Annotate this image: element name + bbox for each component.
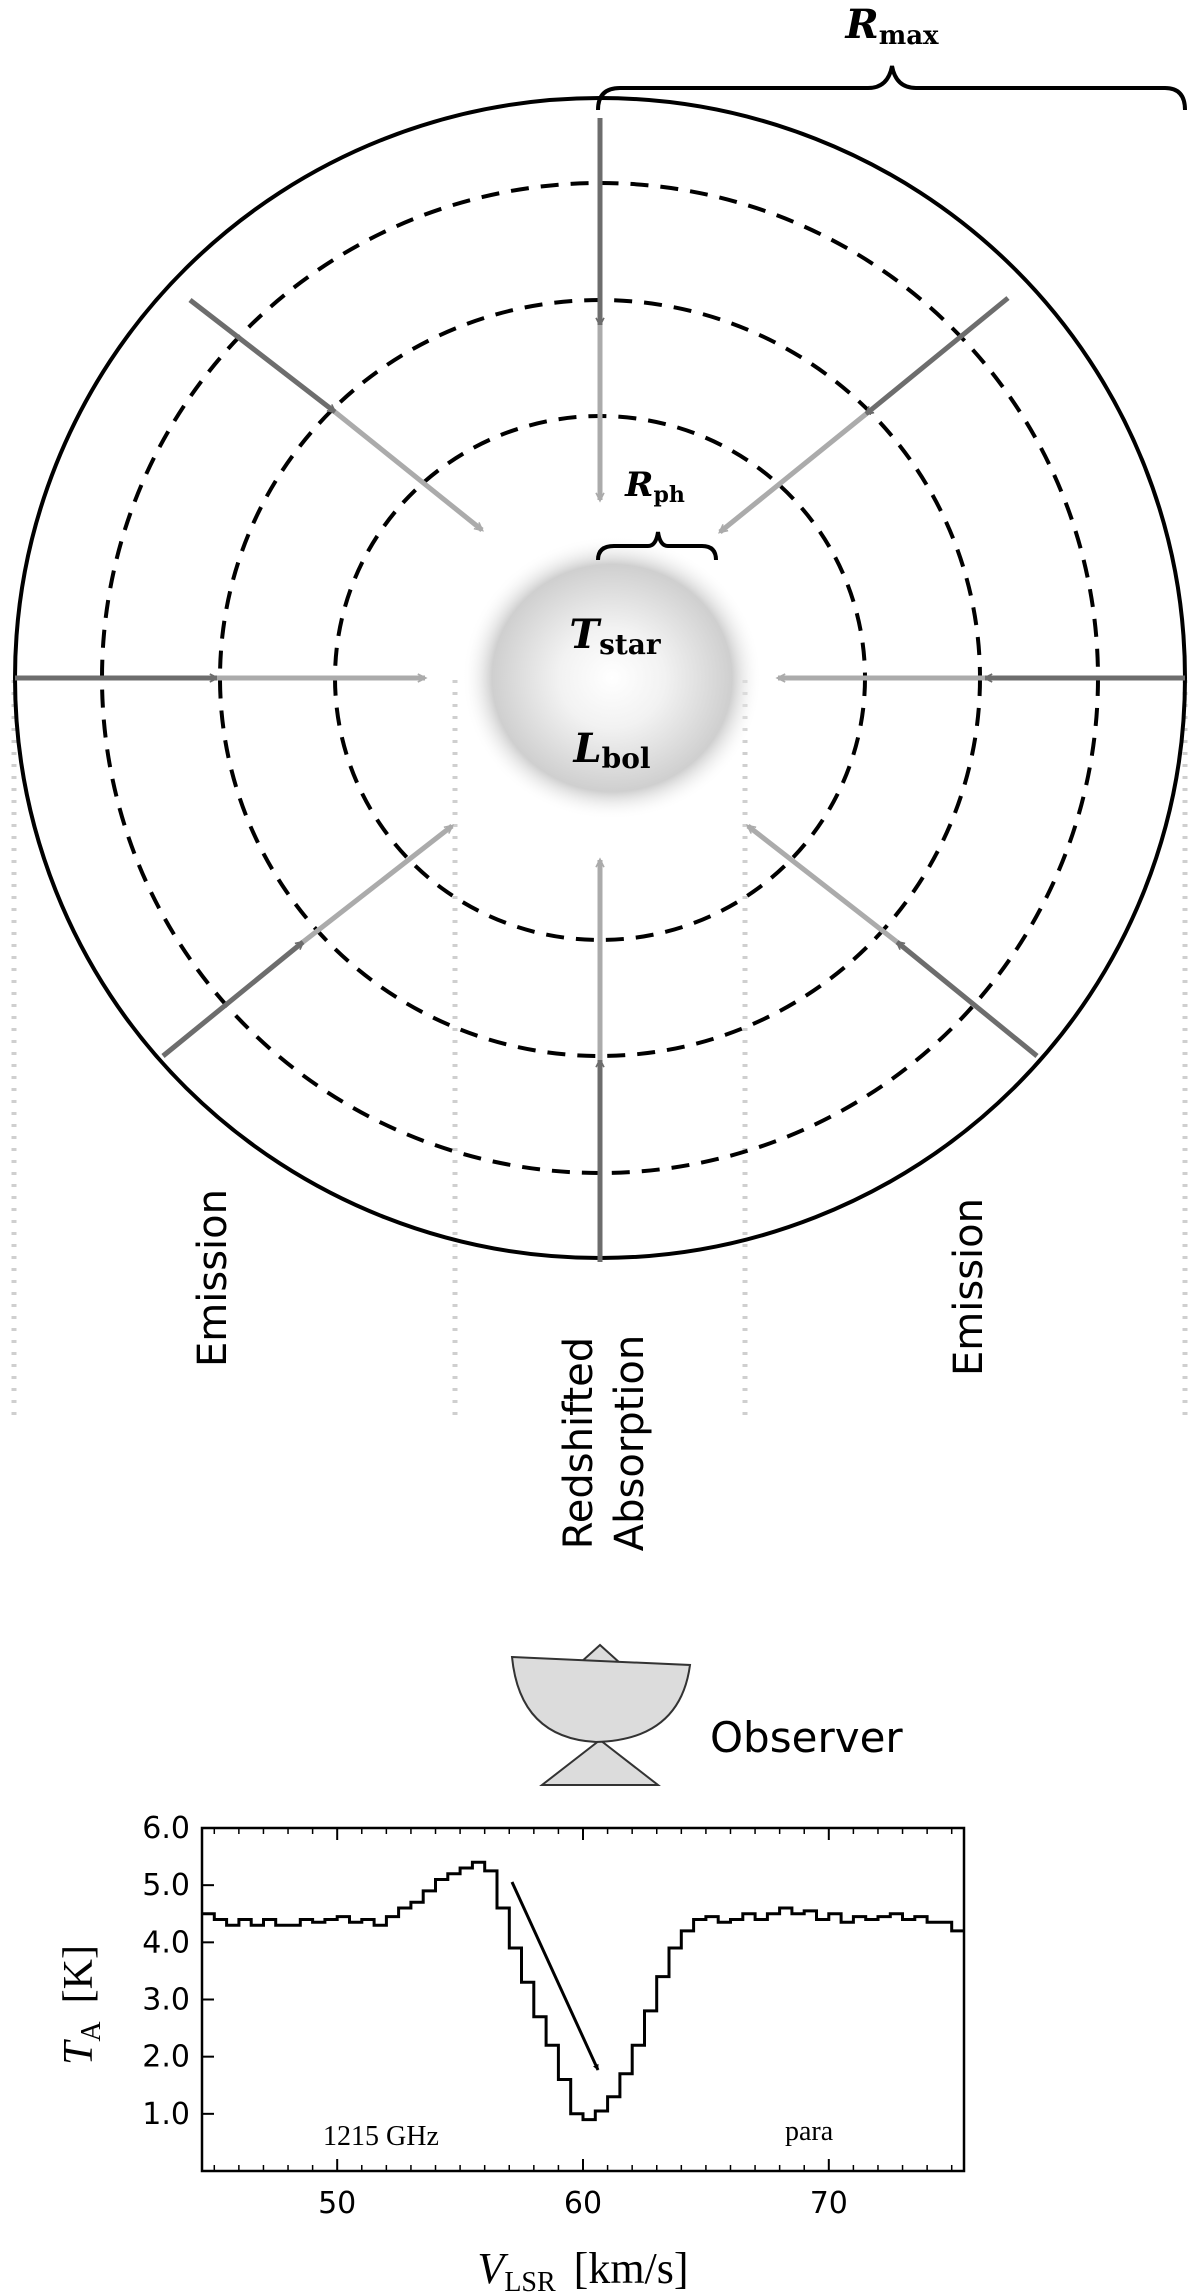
absorption-label-line2: Absorption <box>607 1335 653 1552</box>
observer-label: Observer <box>710 1713 903 1762</box>
y-axis-label: TA[K] <box>56 1945 107 2065</box>
y-tick-label: 5.0 <box>142 1868 190 1903</box>
sightline-guides <box>11 680 1188 1415</box>
t-star-label: Tstar <box>569 611 662 661</box>
emission-right-label: Emission <box>946 1198 992 1376</box>
spectrum-line <box>202 1860 964 2122</box>
y-tick-label: 3.0 <box>142 1983 190 2018</box>
x-tick-label: 50 <box>318 2186 356 2221</box>
annotation-para: para <box>785 2116 834 2147</box>
annotation-frequency: 1215 GHz <box>323 2121 439 2152</box>
absorption-label-line1: Redshifted <box>556 1337 602 1549</box>
arrow-upper-right-inner <box>717 412 868 534</box>
y-tick-label: 4.0 <box>142 1925 190 1960</box>
arrow-upper-left-outer <box>188 298 338 414</box>
arrow-lower-right-outer <box>894 940 1039 1058</box>
arrow-lower-left-inner <box>301 824 455 944</box>
arrow-upper-right-outer <box>863 296 1010 416</box>
l-bol-label: Lbol <box>572 725 650 775</box>
r-max-label: Rmax <box>844 1 939 51</box>
r-max-brace <box>596 65 1187 111</box>
observer-dish-icon <box>510 1643 692 1786</box>
x-ticks: 50 60 70 <box>213 1828 953 2221</box>
infall-indicator-arrow <box>510 1881 600 2071</box>
r-ph-label: Rph <box>624 465 685 508</box>
x-axis-label: VLSR[km/s] <box>477 2244 688 2293</box>
protostar <box>462 536 762 820</box>
r-ph-brace <box>596 531 718 561</box>
y-ticks: 1.0 2.0 3.0 4.0 5.0 6.0 <box>142 1811 214 2132</box>
x-tick-label: 60 <box>564 2186 602 2221</box>
x-tick-label: 70 <box>810 2186 848 2221</box>
y-tick-label: 2.0 <box>142 2040 190 2075</box>
infall-arrows <box>15 118 1185 1262</box>
y-tick-label: 6.0 <box>142 1811 190 1846</box>
emission-left-label: Emission <box>190 1189 236 1367</box>
y-tick-label: 1.0 <box>142 2097 190 2132</box>
arrow-upper-left-inner <box>333 410 485 532</box>
arrow-lower-left-outer <box>161 940 306 1058</box>
arrow-lower-right-inner <box>745 824 899 944</box>
